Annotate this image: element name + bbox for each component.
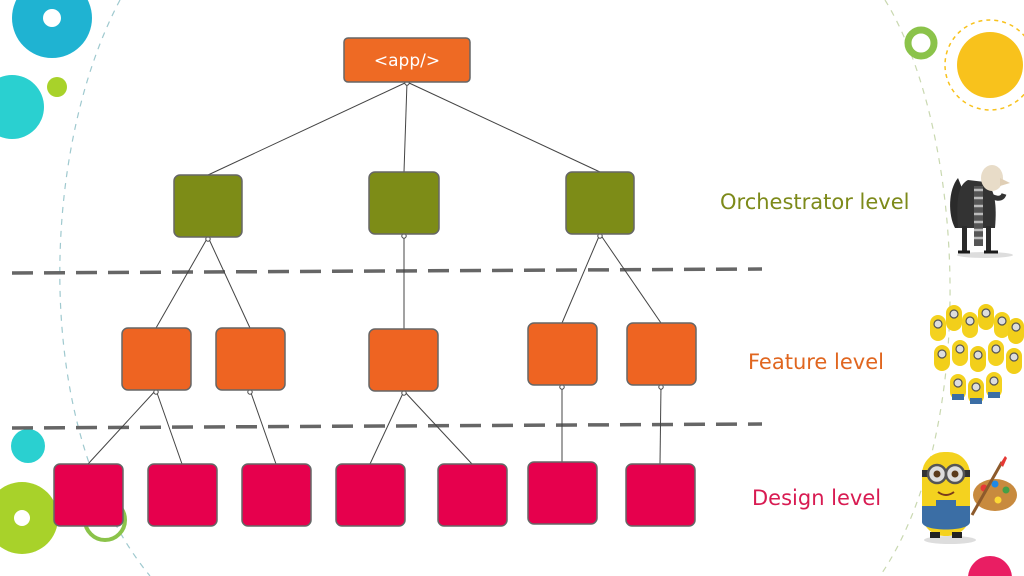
feature-node xyxy=(368,328,439,392)
edge-connectors xyxy=(153,80,664,396)
design-node xyxy=(53,463,124,527)
feature-level-label: Feature level xyxy=(748,350,884,374)
gru-figure-image xyxy=(950,165,1013,258)
decor-ring-green-top xyxy=(904,26,938,60)
root-node-box xyxy=(343,37,471,83)
edge xyxy=(403,81,408,173)
edge xyxy=(561,233,601,324)
root-node-label: <app/> xyxy=(374,51,440,71)
feature-node xyxy=(121,327,192,391)
decor-dashed-arc-left xyxy=(59,0,151,576)
orchestrator-node xyxy=(565,171,635,235)
orchestrator-node xyxy=(368,171,440,235)
feature-node xyxy=(215,327,286,391)
painter-minion-image xyxy=(922,452,1017,544)
decor-circle-teal xyxy=(0,75,44,139)
edge xyxy=(207,81,408,176)
tree-edges xyxy=(87,81,662,465)
orchestrator-nodes xyxy=(173,171,635,238)
edge xyxy=(369,390,405,465)
design-node xyxy=(241,463,312,527)
orchestrator-level-label: Orchestrator level xyxy=(720,190,910,214)
edge xyxy=(87,389,157,465)
divider-feature-design xyxy=(11,422,763,430)
design-node xyxy=(625,463,696,527)
minions-crowd-image xyxy=(930,304,1024,404)
edge xyxy=(155,236,209,329)
divider-orchestrator-feature xyxy=(11,267,763,275)
feature-node xyxy=(626,322,697,386)
design-node xyxy=(527,461,598,525)
design-node xyxy=(335,463,406,527)
edge xyxy=(659,384,662,465)
edge xyxy=(155,389,183,465)
edge xyxy=(207,236,251,329)
decor-circle-yellow xyxy=(957,32,1023,98)
edge xyxy=(406,81,601,173)
edge xyxy=(403,390,473,465)
decor-circle-blue-hole xyxy=(43,9,61,27)
root-node: <app/> xyxy=(343,37,471,83)
feature-nodes xyxy=(121,322,697,392)
decor-circle-teal-small xyxy=(11,429,45,463)
design-level-label: Design level xyxy=(752,486,882,510)
decor-circle-lime-hole xyxy=(14,510,30,526)
orchestrator-node xyxy=(173,174,243,238)
decor-circle-pink xyxy=(968,556,1012,576)
design-nodes xyxy=(53,461,696,527)
design-node xyxy=(147,463,218,527)
decor-dashed-arc-right xyxy=(879,0,951,576)
edge xyxy=(249,389,277,465)
decor-circle-lime-small xyxy=(47,77,67,97)
decor-circle-blue xyxy=(12,0,92,58)
edge xyxy=(599,233,662,324)
feature-node xyxy=(527,322,598,386)
decor-ring-yellow-dashed xyxy=(944,19,1024,111)
design-node xyxy=(437,463,508,527)
